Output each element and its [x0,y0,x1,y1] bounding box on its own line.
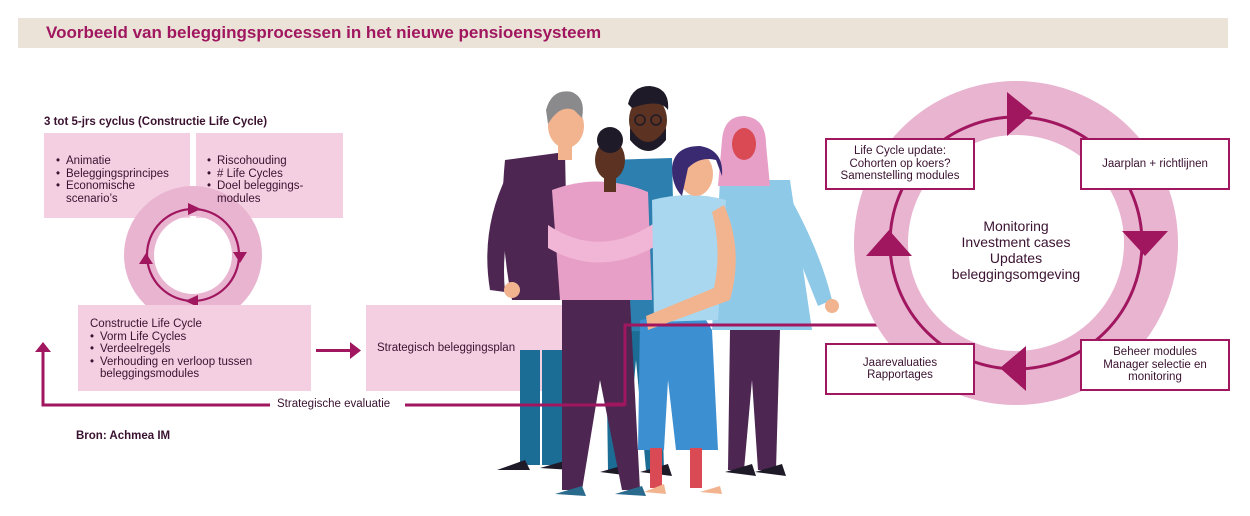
center-line: Investment cases [961,234,1071,250]
box-line: Life Cycle update: [853,145,947,158]
cycle-box-principles-text: Animatie Beleggingsprincipes Economische… [56,155,186,205]
flow-arrow-shaft [316,349,352,352]
flow-arrow-head [350,342,361,359]
list-item: Verdeelregels [90,343,305,356]
right-ring-arrow-right [1122,231,1168,256]
strategic-evaluation-label: Strategische evaluatie [277,398,391,410]
box-line: Samenstelling modules [840,170,960,183]
box-annual-evaluations: Jaarevaluaties Rapportages [825,343,975,395]
list-item: # Life Cycles [207,168,337,181]
right-ring-arrow-left [866,230,912,256]
list-item: Economische scenario’s [56,180,158,205]
connector-evaluation-left [41,351,270,407]
center-line: Updates [989,250,1043,266]
box-line: Cohorten op koers? [849,157,951,170]
left-ring-arrow-bottom [185,295,198,307]
person-front-jeans [638,146,736,494]
box-module-management: Beheer modules Manager selectie en monit… [1080,339,1230,391]
left-cycle-heading: 3 tot 5-jrs cyclus (Constructie Life Cyc… [44,116,268,128]
box-line: Manager selectie en [1103,358,1207,371]
center-line: beleggingsomgeving [951,266,1081,282]
right-cycle-center: Monitoring Investment cases Updates bele… [946,218,1086,282]
center-line: Monitoring [983,218,1049,234]
box-annual-plan: Jaarplan + richtlijnen [1080,138,1230,190]
list-item: Verhouding en verloop tussen beleggingsm… [90,356,270,381]
box-life-cycle-update: Life Cycle update: Cohorten op koers? Sa… [825,138,975,190]
source-label: Bron: Achmea IM [76,430,171,442]
person-hijab [712,116,839,476]
title-bar: Voorbeeld van beleggingsprocessen in het… [18,18,1228,48]
cycle-box-construction-text: Constructie Life Cycle Vorm Life Cycles … [90,318,305,381]
right-ring-arrow-top [1007,92,1033,136]
box-line: Rapportages [867,369,933,381]
list-item: Riscohouding [207,155,337,168]
box-line: monitoring [1128,371,1182,384]
right-ring-arrow-bottom [1000,346,1026,391]
left-ring-arrow-left [139,253,153,264]
cycle-box-risk-text: Riscohouding # Life Cycles Doel beleggin… [207,155,337,205]
person-grey-hair [487,91,584,470]
left-ring-arrow-right [233,252,247,263]
list-item: Vorm Life Cycles [90,331,305,344]
box-line: Jaarplan + richtlijnen [1102,157,1208,170]
list-item: Doel beleggings-modules [207,180,313,205]
person-pink-sweater [548,127,656,496]
box-line: Beheer modules [1113,346,1197,359]
box-line: Jaarevaluaties [862,356,938,369]
page-title: Voorbeeld van beleggingsprocessen in het… [46,23,602,42]
strategic-plan-label: Strategisch beleggingsplan [377,342,516,354]
list-item: Beleggingsprincipes [56,168,186,181]
list-item: Animatie [56,155,186,168]
feedback-arrow-head [35,342,51,352]
construction-title: Constructie Life Cycle [90,318,202,330]
left-ring-arrow-top [188,203,201,215]
